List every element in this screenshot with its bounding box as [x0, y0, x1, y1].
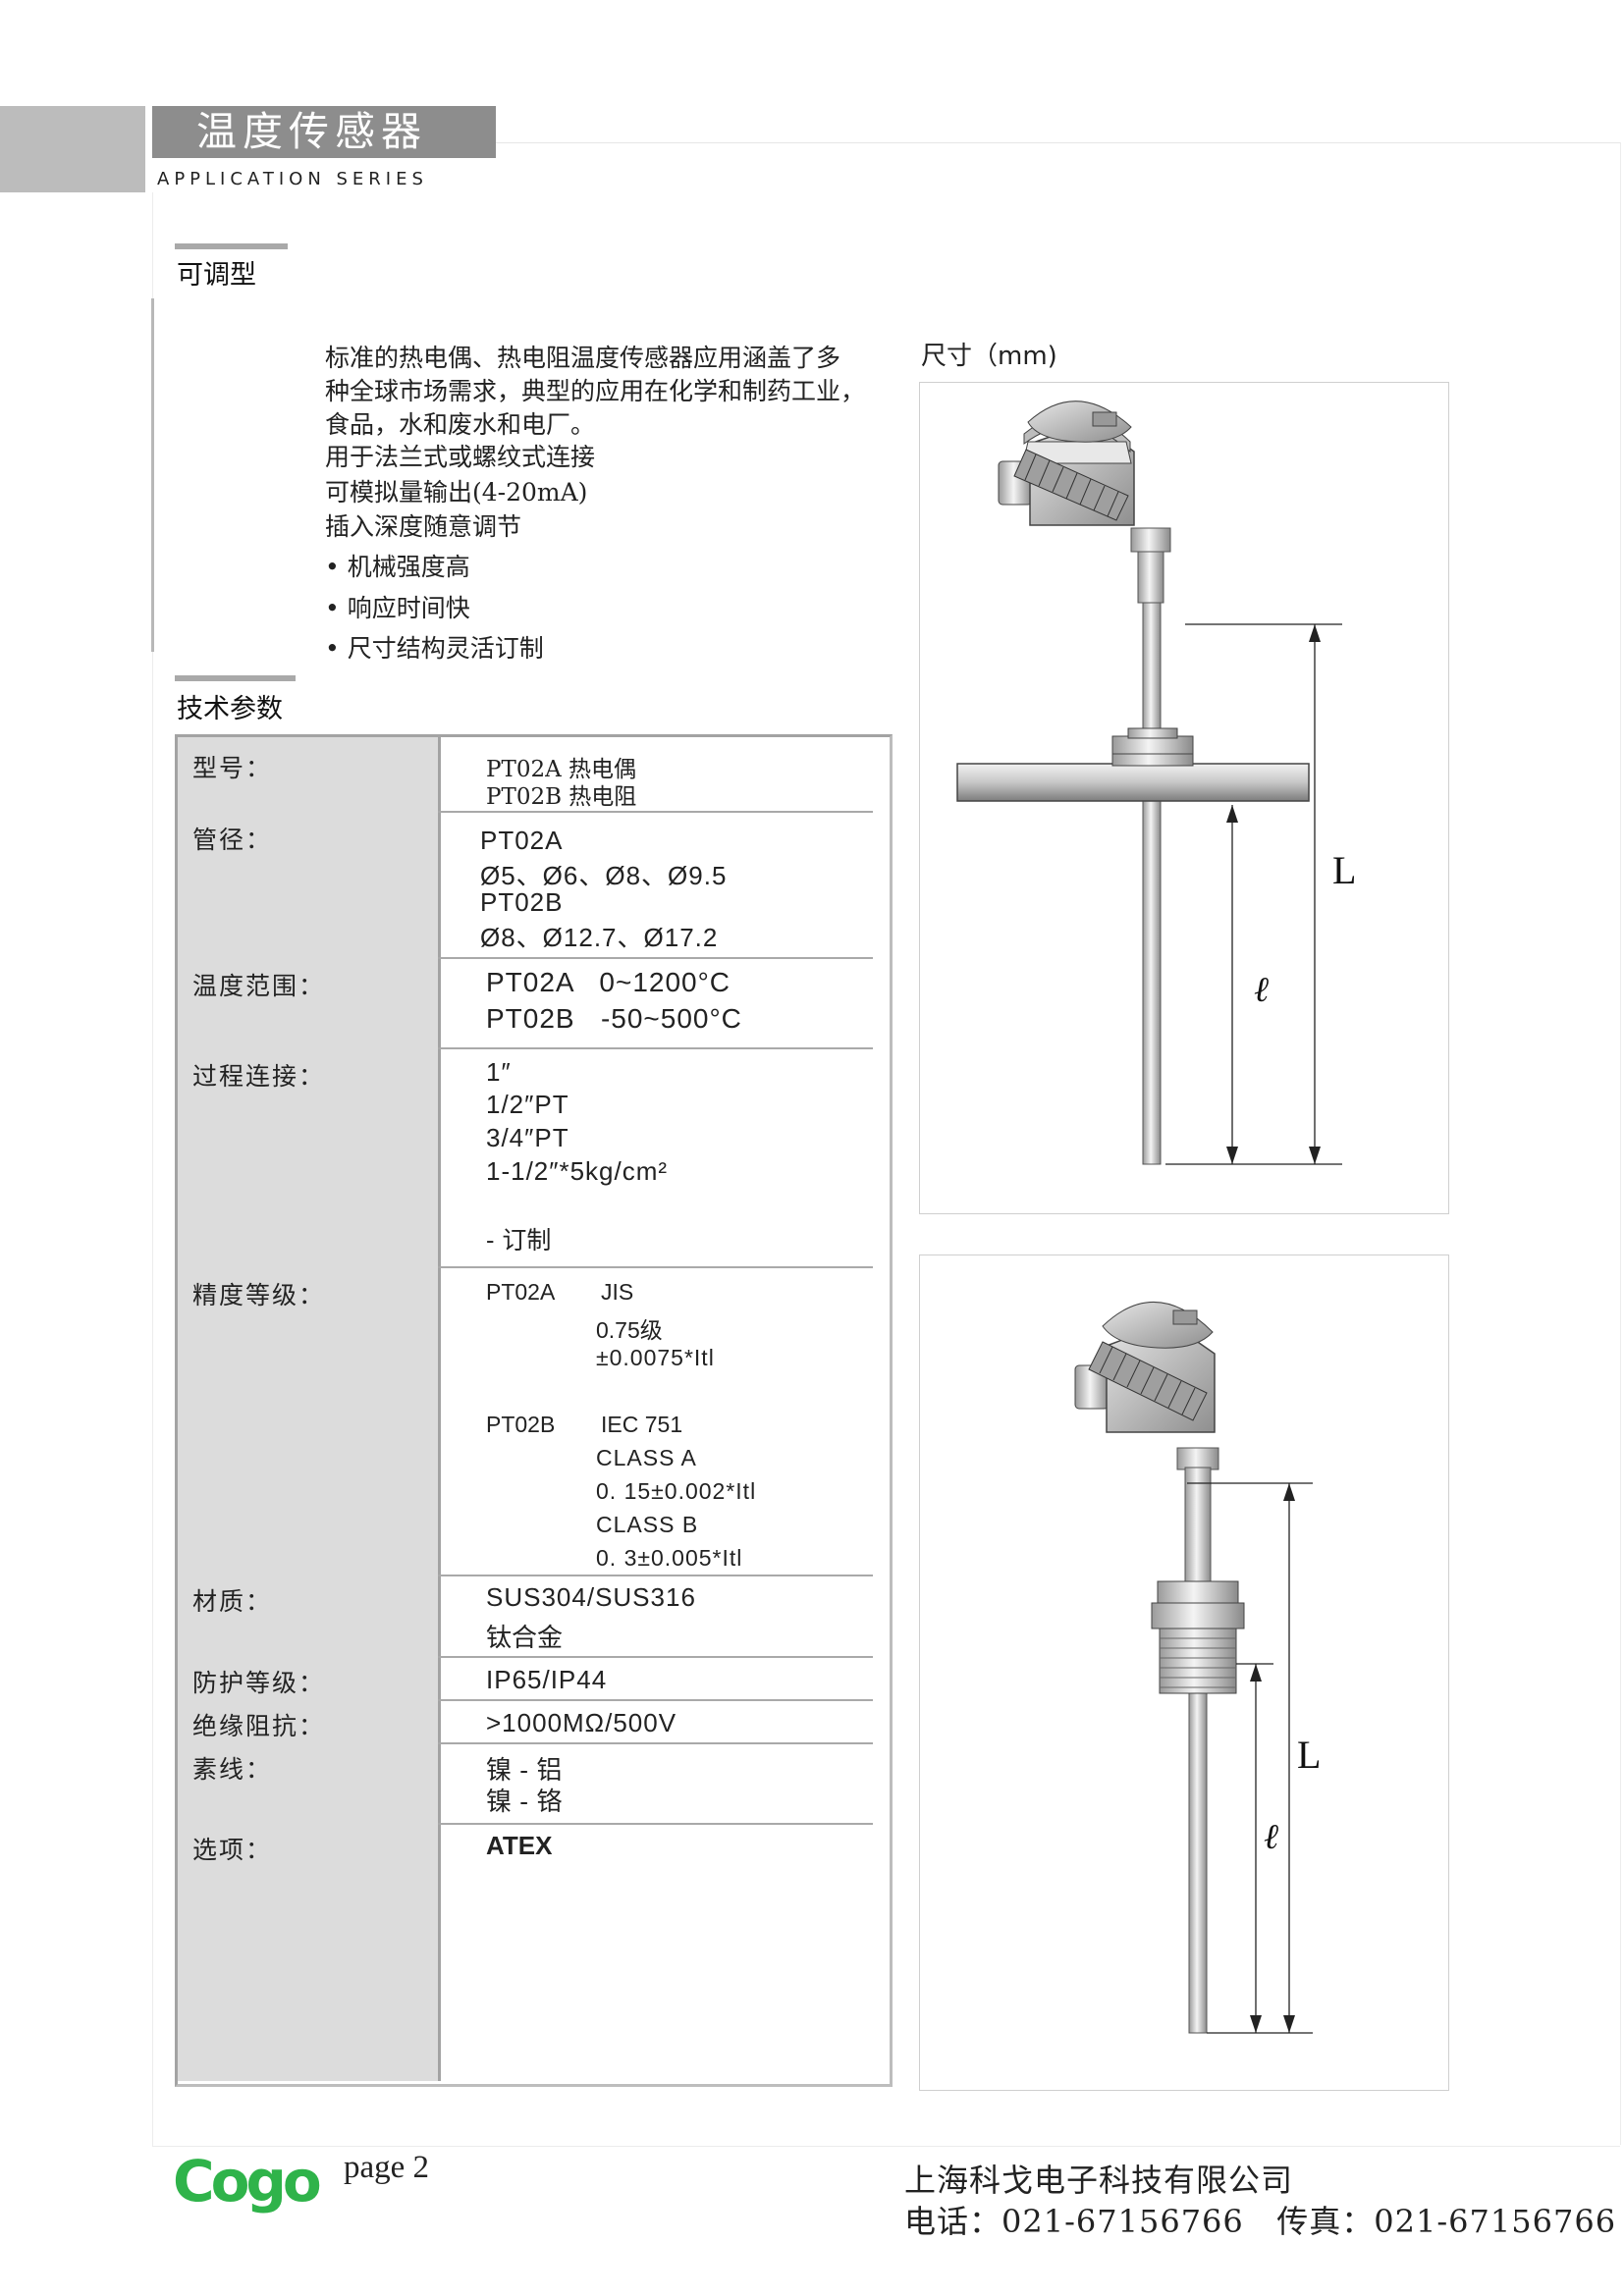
spec-label-accuracy: 精度等级：: [192, 1281, 326, 1309]
spec-value-connection: 3/4″PT: [486, 1123, 569, 1152]
spec-value-accuracy: 0.75级: [596, 1317, 663, 1343]
section-bar-product: [175, 243, 288, 249]
description-line: 食品，水和废水和电厂。: [325, 410, 596, 439]
description-line: 种全球市场需求，典型的应用在化学和制药工业，: [325, 377, 866, 405]
cogo-logo: Cogo: [173, 2146, 330, 2224]
section-title-specs: 技术参数: [177, 694, 283, 724]
description-line: 用于法兰式或螺纹式连接: [325, 443, 596, 471]
frame-right: [1620, 142, 1621, 2145]
row-separator: [438, 1575, 873, 1576]
spec-column-divider: [438, 737, 441, 2081]
spec-value-model: PT02B 热电阻: [486, 784, 637, 810]
dim-label-l: ℓ: [1254, 970, 1269, 1009]
spec-value-material: 钛合金: [486, 1624, 564, 1653]
spec-label-wire: 素线：: [192, 1755, 273, 1784]
page-title: 温度传感器: [196, 108, 427, 155]
dim-label-l: ℓ: [1264, 1817, 1278, 1856]
row-separator: [438, 811, 873, 813]
page-number: page 2: [344, 2150, 430, 2185]
description-line: 可模拟量输出(4-20mA): [325, 478, 588, 507]
spec-value-tube: Ø5、Ø6、Ø8、Ø9.5: [480, 861, 728, 890]
spec-value-model: PT02A 热电偶: [486, 757, 637, 782]
spec-value-tube: PT02A: [480, 826, 564, 855]
spec-label-insulation: 绝缘阻抗：: [192, 1712, 326, 1740]
drawing-title: 尺寸（mm): [921, 342, 1057, 371]
spec-value-connection: 1-1/2″*5kg/cm²: [486, 1156, 669, 1186]
series-label: APPLICATION SERIES: [157, 169, 428, 189]
spec-label-column: [178, 737, 438, 2081]
spec-value-insulation: >1000MΩ/500V: [486, 1708, 677, 1737]
row-separator: [438, 1266, 873, 1268]
spec-value-accuracy: CLASS A: [596, 1445, 697, 1470]
feature-bullet: • 响应时间快: [325, 594, 470, 622]
spec-value-option: ATEX: [486, 1831, 553, 1860]
spec-value-tube: Ø8、Ø12.7、Ø17.2: [480, 923, 719, 952]
section-title-product: 可调型: [177, 260, 256, 291]
spec-value-wire: 镍 - 铝: [486, 1756, 563, 1786]
spec-value-temp: PT02A 0~1200°C: [486, 967, 731, 997]
logo-text: Cogo: [173, 2148, 320, 2215]
dim-label-L: L: [1297, 1733, 1321, 1777]
section-bar-specs: [175, 675, 296, 681]
header-rule: [496, 142, 1620, 143]
feature-bullet: • 尺寸结构灵活订制: [325, 634, 544, 663]
spec-value-temp: PT02B -50~500°C: [486, 1003, 742, 1034]
dim-label-L: L: [1332, 848, 1356, 892]
row-separator: [438, 1656, 873, 1658]
spec-label-connection: 过程连接：: [192, 1062, 326, 1091]
contact-info: 电话：021-67156766 传真：021-67156766: [904, 2203, 1617, 2240]
row-separator: [438, 1047, 873, 1049]
company-name: 上海科戈电子科技有限公司: [904, 2162, 1294, 2199]
spec-label-material: 材质：: [192, 1587, 273, 1616]
row-separator: [438, 1699, 873, 1701]
drawing-thread: L ℓ: [919, 1255, 1449, 2091]
spec-value-accuracy: 0. 15±0.002*Itl: [596, 1478, 757, 1504]
flange-sensor-svg: L ℓ: [956, 400, 1356, 1165]
spec-value-protection: IP65/IP44: [486, 1665, 608, 1694]
spec-label-option: 选项：: [192, 1836, 273, 1864]
frame-bottom: [152, 2146, 1620, 2147]
row-separator: [438, 957, 873, 959]
spec-value-accuracy: PT02A: [486, 1279, 556, 1305]
spec-value-connection: - 订制: [486, 1226, 552, 1255]
frame-left-accent: [151, 298, 154, 652]
spec-value-accuracy: CLASS B: [596, 1512, 699, 1537]
cogo-logo-svg: Cogo: [173, 2148, 324, 2215]
spec-value-tube: PT02B: [480, 887, 564, 917]
spec-label-protection: 防护等级：: [192, 1669, 326, 1697]
thread-sensor-svg: L ℓ: [1074, 1302, 1321, 2034]
description-line: 标准的热电偶、热电阻温度传感器应用涵盖了多: [325, 344, 841, 372]
spec-value-accuracy: JIS: [601, 1279, 634, 1305]
spec-value-connection: 1/2″PT: [486, 1090, 569, 1119]
spec-value-wire: 镍 - 铬: [486, 1788, 563, 1817]
row-separator: [438, 1742, 873, 1744]
spec-value-accuracy: ±0.0075*Itl: [596, 1345, 715, 1370]
row-separator: [438, 1823, 873, 1825]
description-line: 插入深度随意调节: [325, 512, 522, 541]
drawing-flange: L ℓ: [919, 382, 1449, 1214]
spec-value-accuracy: 0. 3±0.005*Itl: [596, 1545, 743, 1571]
header-title-bar: [152, 106, 496, 158]
spec-value-connection: 1″: [486, 1057, 512, 1087]
frame-left: [152, 192, 153, 2146]
spec-label-temp: 温度范围：: [192, 972, 326, 1000]
feature-bullet: • 机械强度高: [325, 553, 470, 581]
spec-value-accuracy: IEC 751: [601, 1412, 683, 1437]
spec-value-accuracy: PT02B: [486, 1412, 556, 1437]
spec-value-material: SUS304/SUS316: [486, 1582, 696, 1612]
header-gray-block: [0, 106, 145, 192]
spec-label-model: 型号：: [192, 754, 273, 782]
spec-label-tube: 管径：: [192, 826, 273, 854]
